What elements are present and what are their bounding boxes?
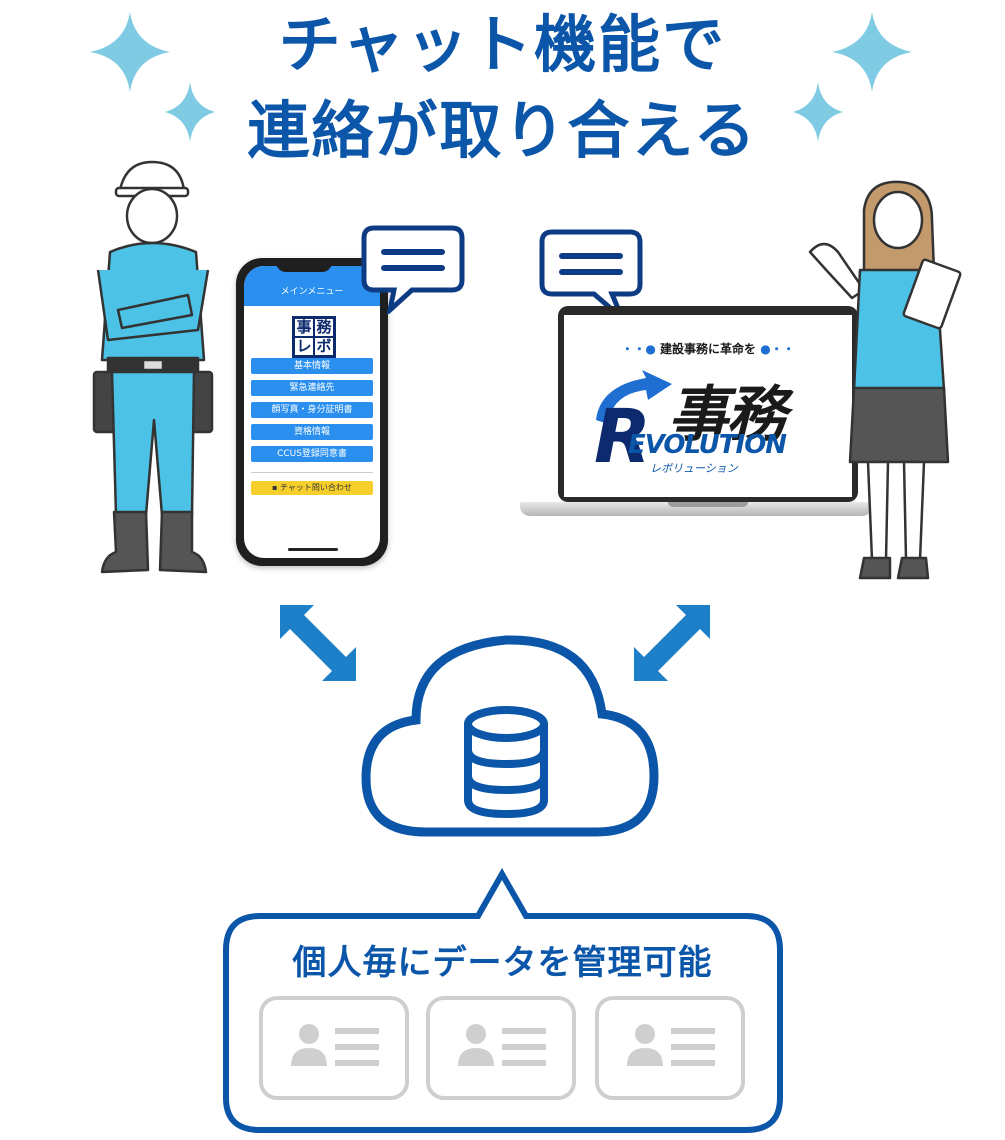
profile-card <box>259 996 409 1100</box>
dots-decoration: ・・● <box>621 342 656 356</box>
headline-line-1: チャット機能で <box>278 8 727 81</box>
laptop-notch <box>668 502 748 507</box>
profile-card <box>426 996 576 1100</box>
phone-menu: 基本情報 緊急連絡先 顔写真・身分証明書 資格情報 CCUS登録同意書 ▪ チャ… <box>251 358 373 495</box>
menu-photo-id-button[interactable]: 顔写真・身分証明書 <box>251 402 373 418</box>
logo-char: 務 <box>314 318 334 337</box>
sync-arrow-right-icon <box>634 605 710 681</box>
dots-decoration: ●・・ <box>760 342 795 356</box>
sync-arrow-left-icon <box>280 605 356 681</box>
home-indicator <box>288 548 338 551</box>
phone-header: メインメニュー <box>244 266 380 306</box>
sparkle-icon <box>793 82 843 142</box>
profile-card <box>595 996 745 1100</box>
r-logo-icon: R <box>594 370 672 466</box>
brand-katakana: レボリューション <box>650 462 738 475</box>
tagline-text: 建設事務に革命を <box>659 342 756 356</box>
chat-inquiry-label: チャット問い合わせ <box>280 483 352 492</box>
laptop-base <box>520 502 872 516</box>
sparkle-decoration <box>90 12 912 142</box>
sparkle-icon <box>90 12 170 92</box>
brand-tagline: ・・● 建設事務に革命を ●・・ <box>564 340 852 357</box>
brand-english: EVOLUTION <box>628 430 787 460</box>
menu-qualifications-button[interactable]: 資格情報 <box>251 424 373 440</box>
menu-ccus-consent-button[interactable]: CCUS登録同意書 <box>251 446 373 462</box>
office-worker-illustration <box>808 180 962 580</box>
chat-bubble-icon <box>361 225 465 314</box>
menu-basic-info-button[interactable]: 基本情報 <box>251 358 373 374</box>
logo-char: 事 <box>294 318 314 337</box>
smartphone: メインメニュー 事 務 レ ボ 基本情報 緊急連絡先 顔写真・身分証明書 資格情… <box>236 258 388 566</box>
logo-char: レ <box>294 337 314 356</box>
user-profile-icon <box>291 1024 379 1066</box>
cloud-database-icon <box>361 635 659 837</box>
phone-screen: メインメニュー 事 務 レ ボ 基本情報 緊急連絡先 顔写真・身分証明書 資格情… <box>244 266 380 558</box>
brand-kanji: 事務 <box>668 380 786 450</box>
chat-inquiry-button[interactable]: ▪ チャット問い合わせ <box>251 481 373 495</box>
data-management-text: 個人毎にデータを管理可能 <box>292 943 713 983</box>
worker-illustration <box>92 160 214 574</box>
svg-text:R: R <box>594 394 651 466</box>
app-logo: 事 務 レ ボ <box>292 316 336 358</box>
logo-char: ボ <box>314 337 334 356</box>
user-profile-icon <box>458 1024 546 1066</box>
menu-divider <box>251 472 373 473</box>
sparkle-icon <box>832 12 912 92</box>
user-profile-icon <box>627 1024 715 1066</box>
sparkle-icon <box>165 82 215 142</box>
headline-line-2: 連絡が取り合える <box>247 94 758 167</box>
phone-notch <box>276 258 332 272</box>
menu-emergency-contact-button[interactable]: 緊急連絡先 <box>251 380 373 396</box>
